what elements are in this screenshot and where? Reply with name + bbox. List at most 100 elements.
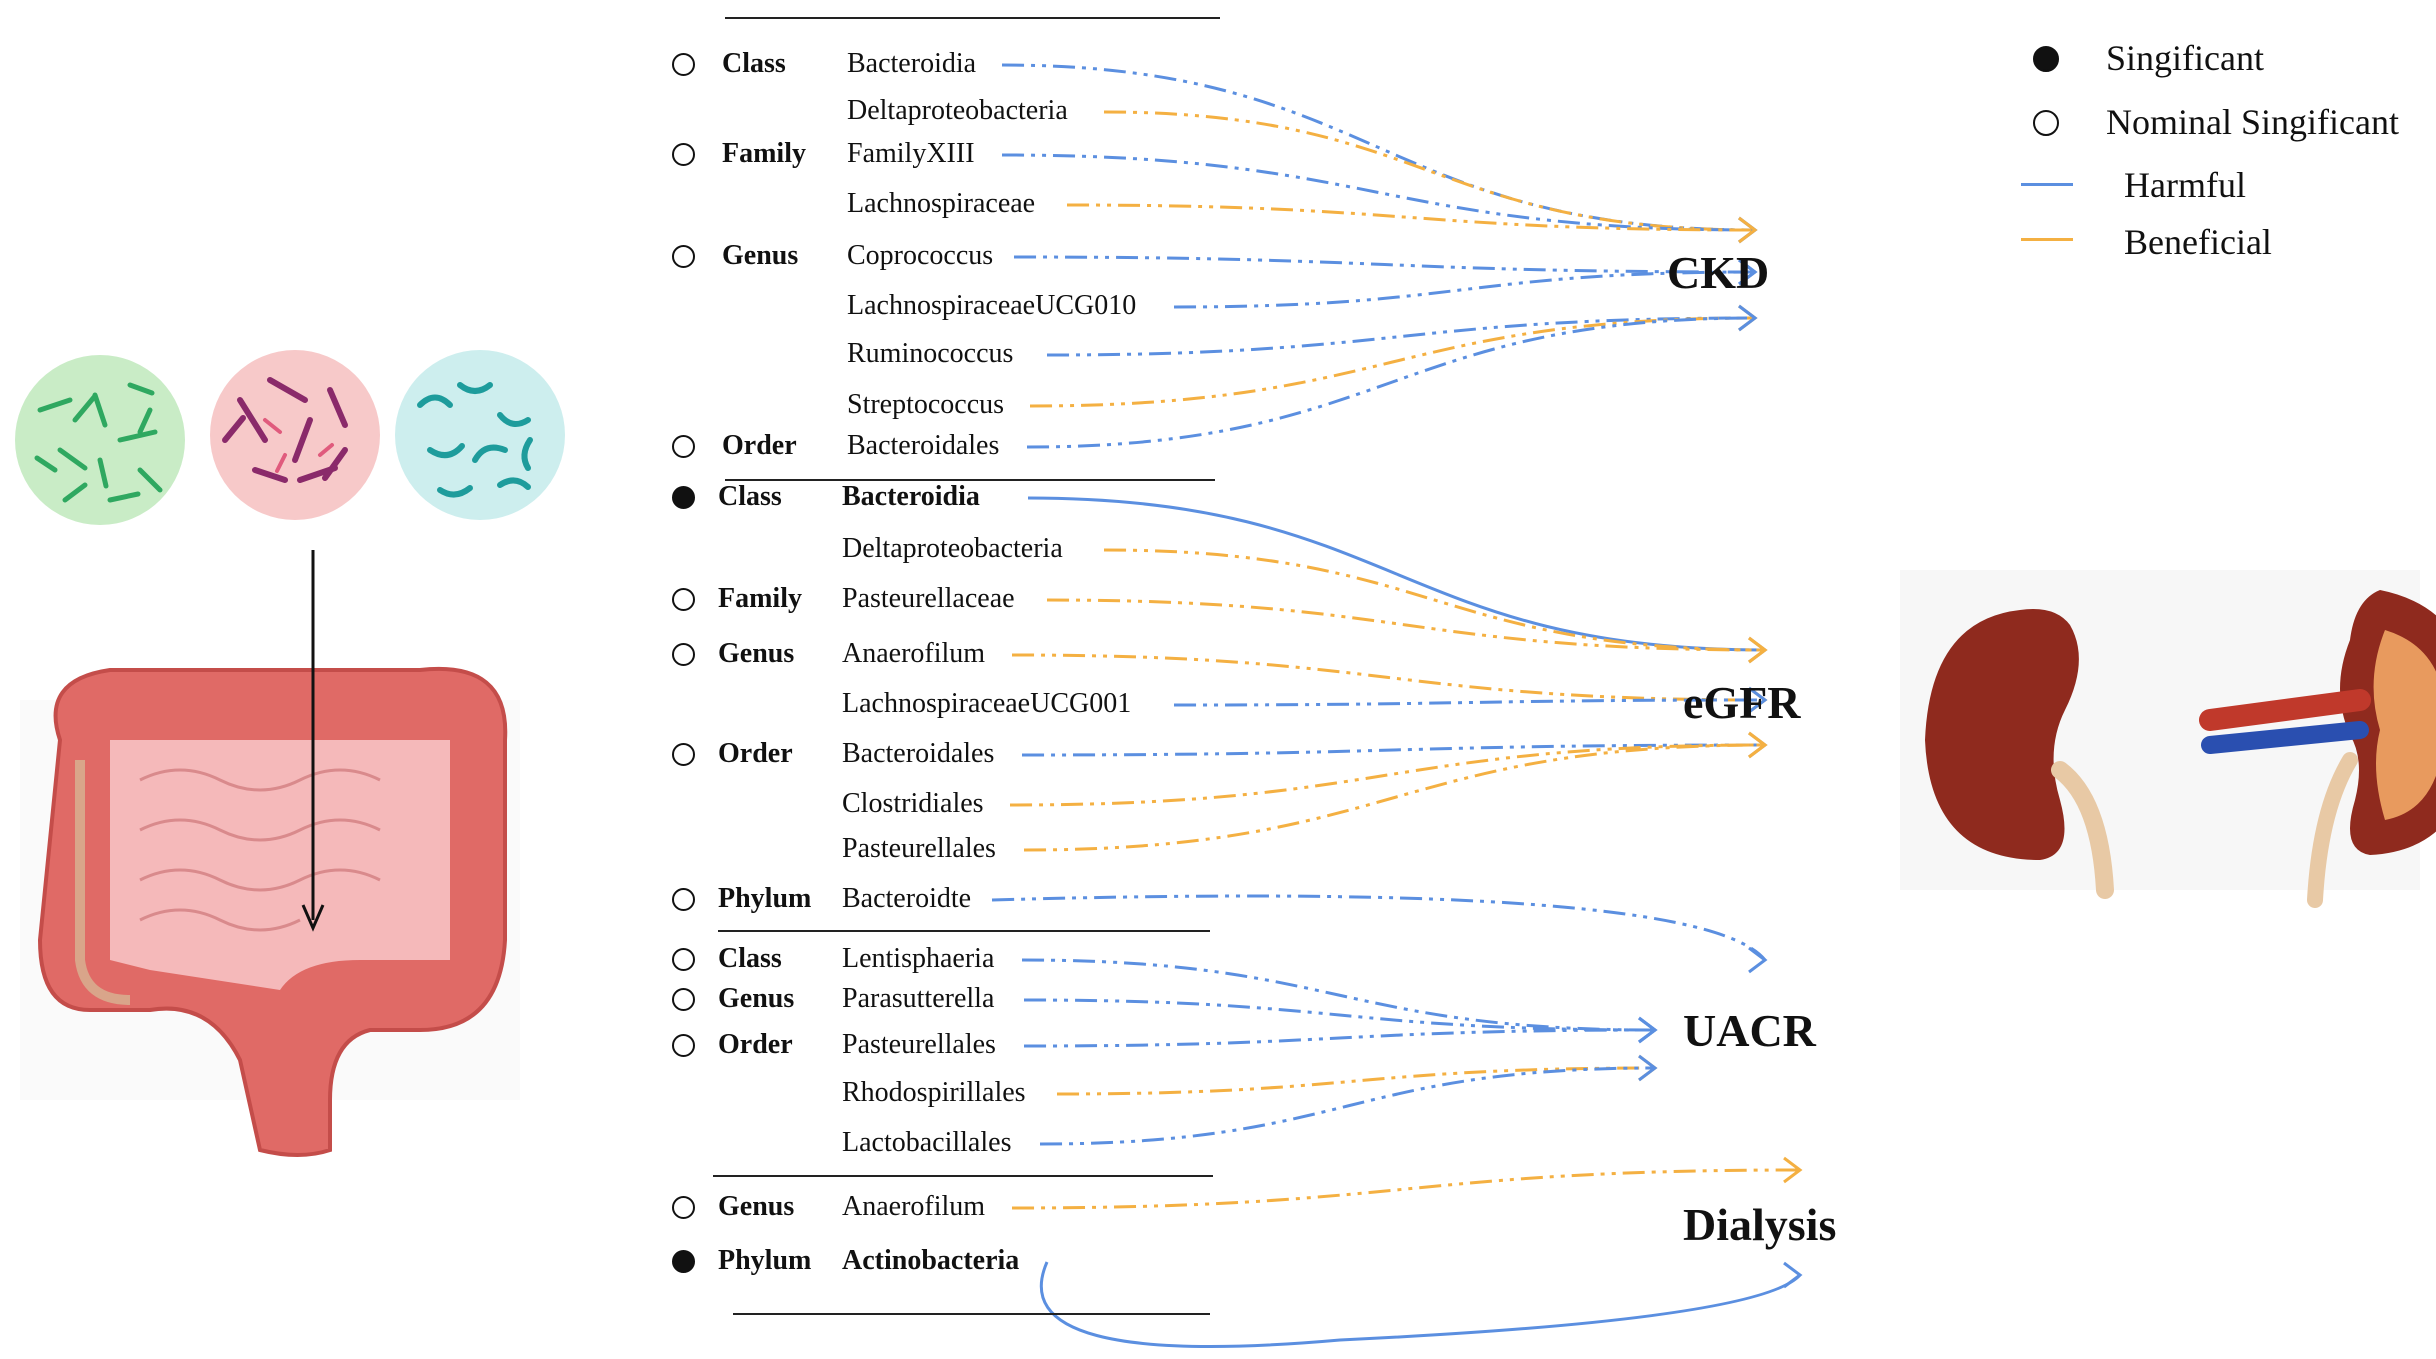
beneficial-arrow	[1009, 743, 1766, 807]
taxon-label: Bacteroidte	[842, 883, 972, 914]
taxon-level-label: Genus	[722, 240, 799, 271]
harmful-arrow	[991, 894, 1767, 961]
beneficial-arrow	[1023, 743, 1766, 852]
arrowhead-icon	[1748, 686, 1768, 714]
taxon-label: Pasteurellaceae	[842, 583, 1015, 614]
taxon-label: Pasteurellales	[842, 833, 996, 864]
taxon-label: LachnospiraceaeUCG010	[847, 290, 1137, 321]
beneficial-arrow	[1066, 203, 1756, 232]
arrowhead-icon	[1738, 304, 1758, 332]
taxon-level-label: Class	[718, 943, 782, 974]
arrowhead-icon	[1748, 731, 1768, 759]
intestine-icon	[20, 560, 520, 1157]
harmful-arrow	[1021, 743, 1766, 757]
taxon-label: Actinobacteria	[842, 1245, 1020, 1276]
beneficial-arrow	[1011, 1168, 1801, 1210]
nominal-marker-icon	[672, 143, 695, 166]
taxon-label: Bacteroidia	[847, 48, 977, 79]
harmful-arrow	[1023, 1028, 1656, 1048]
taxon-label: Pasteurellales	[842, 1029, 996, 1060]
taxon-level-label: Phylum	[718, 883, 812, 914]
nominal-marker-icon	[672, 1034, 695, 1057]
nominal-marker-icon	[672, 743, 695, 766]
kidney-cross-section-icon	[2199, 590, 2436, 908]
taxon-level-label: Phylum	[718, 1245, 812, 1276]
harmful-arrow	[1026, 316, 1756, 449]
legend-harmful: Harmful	[2124, 165, 2246, 205]
section-divider	[718, 930, 1210, 932]
section-divider	[713, 1175, 1213, 1177]
harmful-arrow	[1021, 958, 1656, 1032]
nominal-marker-icon	[672, 948, 695, 971]
taxon-label: Rhodospirillales	[842, 1077, 1026, 1108]
taxon-level-label: Family	[722, 138, 806, 169]
legend-nominal: Nominal Singificant	[2106, 102, 2399, 142]
arrowhead-icon	[1738, 216, 1758, 244]
harmful-line-icon	[2021, 183, 2073, 186]
harmful-arrow	[1027, 496, 1766, 652]
harmful-arrow	[1046, 316, 1756, 357]
beneficial-arrow	[1046, 598, 1766, 652]
nominal-marker-icon	[672, 53, 695, 76]
harmful-arrow	[1173, 698, 1766, 707]
taxon-level-label: Family	[718, 583, 802, 614]
taxon-level-label: Order	[722, 430, 797, 461]
outcome-dialysis: Dialysis	[1683, 1199, 1837, 1250]
nominal-marker-icon	[672, 1196, 695, 1219]
taxon-label: Bacteroidales	[842, 738, 995, 769]
taxon-label: Bacteroidia	[842, 481, 980, 512]
harmful-arrow	[1039, 1261, 1802, 1348]
harmful-arrow	[1001, 63, 1756, 232]
section-divider	[725, 17, 1220, 19]
bacteria-green-icon	[15, 355, 185, 525]
taxon-label: Bacteroidales	[847, 430, 1000, 461]
beneficial-arrow	[1103, 548, 1766, 652]
taxon-label: Deltaproteobacteria	[847, 95, 1068, 126]
taxon-label: Anaerofilum	[842, 638, 986, 669]
significant-marker-icon	[2033, 46, 2059, 72]
bacteria-teal-icon	[395, 350, 565, 520]
taxon-label: Lactobacillales	[842, 1127, 1012, 1158]
beneficial-arrow	[1011, 653, 1766, 702]
taxon-label: Ruminococcus	[847, 338, 1014, 369]
section-divider	[725, 479, 1215, 481]
nominal-marker-icon	[672, 435, 695, 458]
nominal-marker-icon	[2033, 110, 2059, 136]
taxon-level-label: Genus	[718, 638, 795, 669]
taxon-label: Anaerofilum	[842, 1191, 986, 1222]
bacteria-pink-icon	[210, 350, 380, 520]
beneficial-arrow	[1103, 110, 1756, 232]
nominal-marker-icon	[672, 643, 695, 666]
taxon-label: Lentisphaeria	[842, 943, 995, 974]
arrowhead-icon	[1783, 1261, 1803, 1289]
arrowhead-icon	[1748, 636, 1768, 664]
harmful-arrow	[1001, 153, 1756, 232]
taxon-label: Streptococcus	[847, 389, 1005, 420]
taxon-level-label: Genus	[718, 983, 795, 1014]
outcome-egfr: eGFR	[1683, 677, 1801, 728]
significant-marker-icon	[672, 1250, 695, 1273]
harmful-arrow	[1023, 998, 1656, 1032]
arrowhead-icon	[1738, 258, 1758, 286]
taxon-label: Lachnospiraceae	[847, 188, 1036, 219]
harmful-arrow	[1173, 270, 1756, 309]
taxon-level-label: Genus	[718, 1191, 795, 1222]
beneficial-line-icon	[2021, 238, 2073, 241]
arrowhead-icon	[1638, 1016, 1658, 1044]
taxon-level-label: Class	[718, 481, 782, 512]
outcome-uacr: UACR	[1683, 1005, 1816, 1056]
beneficial-arrow	[1056, 1066, 1656, 1096]
arrowhead-icon	[1748, 946, 1768, 974]
outcome-ckd: CKD	[1667, 247, 1770, 298]
taxon-level-label: Order	[718, 738, 793, 769]
nominal-marker-icon	[672, 245, 695, 268]
taxon-label: FamilyXIII	[847, 138, 975, 169]
beneficial-arrow	[1029, 316, 1756, 408]
nominal-marker-icon	[672, 888, 695, 911]
kidney-icon	[1900, 570, 2420, 899]
section-divider	[733, 1313, 1210, 1315]
arrowhead-icon	[1783, 1156, 1803, 1184]
harmful-arrow	[1013, 255, 1756, 274]
